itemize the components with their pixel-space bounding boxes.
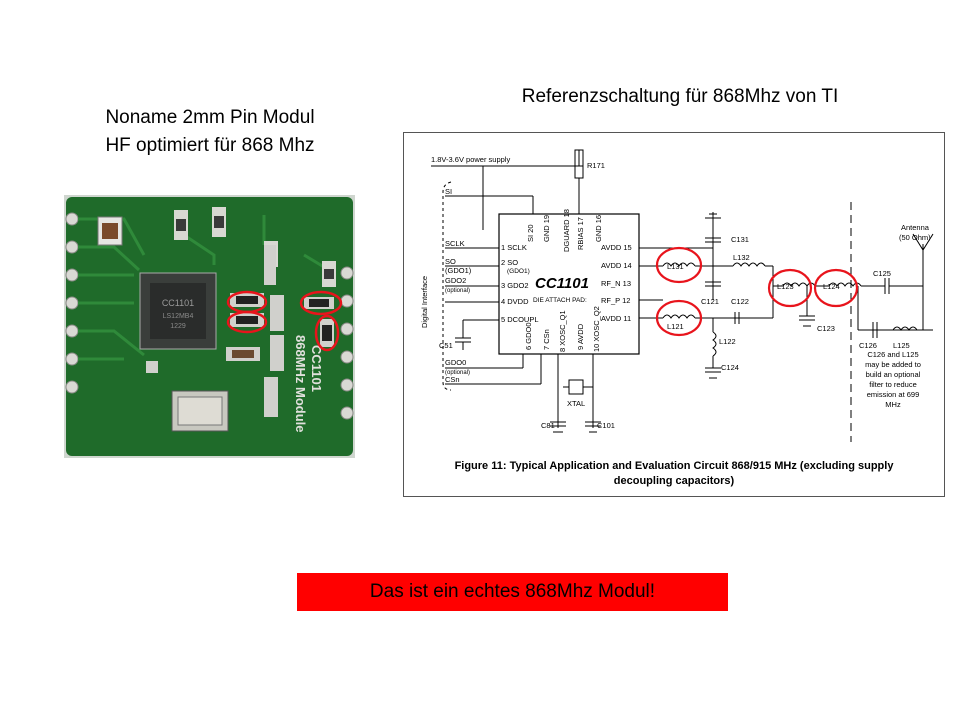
photo-title-line-1: Noname 2mm Pin Modul (105, 107, 315, 128)
chip-marking-3: 1229 (170, 323, 186, 330)
photo-title-line-2: HF optimiert für 868 Mhz (105, 135, 315, 156)
note-line-5: emission at 699 (867, 390, 920, 399)
pin-12: RF_P 12 (601, 296, 630, 305)
pin-5: 5 DCOUPL (501, 315, 539, 324)
label-C101: C101 (597, 421, 615, 430)
label-L132: L132 (733, 253, 750, 262)
signal-SI: SI (445, 187, 452, 196)
label-L124: L124 (823, 282, 840, 291)
signal-SCLK: SCLK (445, 239, 465, 248)
signal-GDO0-optional: (optional) (445, 370, 470, 376)
pin-7: 7 CSn (542, 329, 551, 350)
signal-GDO2: GDO2 (445, 276, 466, 285)
antenna-label: Antenna (901, 223, 930, 232)
label-L121: L121 (667, 322, 684, 331)
note-line-1: C126 and L125 (867, 350, 918, 359)
pin-14: AVDD 14 (601, 261, 632, 270)
note-line-4: filter to reduce (869, 380, 917, 389)
pin-9: 9 AVDD (576, 323, 585, 350)
label-C122: C122 (731, 297, 749, 306)
note-line-3: build an optional (866, 370, 921, 379)
chip-marking-1: CC1101 (162, 298, 194, 308)
pin-1: 1 SCLK (501, 243, 527, 252)
label-C124: C124 (721, 363, 739, 372)
digital-interface-label: Digital Interface (420, 276, 429, 328)
pin-13: RF_N 13 (601, 279, 631, 288)
label-C126: C126 (859, 341, 877, 350)
label-C121: C121 (701, 297, 719, 306)
note-line-6: MHz (885, 400, 901, 409)
power-label: 1.8V-3.6V power supply (431, 155, 510, 164)
signal-SO: SO (445, 257, 456, 266)
pin-16: GND 16 (594, 215, 603, 242)
die-attach-label: DIE ATTACH PAD: (533, 297, 587, 304)
highlight-photo-3 (299, 290, 343, 316)
chip-marking-2: LS12MB4 (163, 313, 194, 320)
highlight-photo-2 (226, 310, 268, 334)
label-C123: C123 (817, 324, 835, 333)
pin-3: 3 GDO2 (501, 281, 529, 290)
label-L123: L123 (777, 282, 794, 291)
highlight-L121 (655, 299, 703, 337)
conclusion-banner: Das ist ein echtes 868Mhz Modul! (297, 573, 728, 611)
chip-name: CC1101 (535, 275, 589, 292)
pin-10: 10 XOSC_Q2 (592, 306, 601, 352)
pin-2: 2 SO (501, 258, 518, 267)
pin-19: GND 19 (542, 215, 551, 242)
label-C131: C131 (731, 235, 749, 244)
pin-4: 4 DVDD (501, 297, 529, 306)
pin-17: RBIAS 17 (576, 217, 585, 250)
caption-line-2: decoupling capacitors) (614, 475, 735, 487)
signal-CSn: CSn (445, 375, 460, 384)
pin-11: AVDD 11 (601, 314, 631, 323)
label-L125: L125 (893, 341, 910, 350)
caption-line-1: Figure 11: Typical Application and Evalu… (455, 460, 895, 472)
label-C81: C81 (541, 421, 555, 430)
signal-GDO2-optional: (optional) (445, 288, 470, 294)
label-C51: C51 (439, 341, 453, 350)
pin-6: 6 GDO0 (524, 322, 533, 350)
module-photo: CC1101 LS12MB4 1229 CC1101 868MHz Module (64, 195, 355, 458)
photo-title: Noname 2mm Pin Modul HF optimiert für 86… (60, 104, 360, 160)
reference-schematic: 1.8V-3.6V power supply R171 Digital Inte… (403, 132, 945, 497)
pin-20: SI 20 (526, 224, 535, 242)
schematic-title: Referenzschaltung für 868Mhz von TI (521, 86, 839, 107)
label-C125: C125 (873, 269, 891, 278)
board-text-1: CC1101 (309, 345, 324, 392)
pin-8: 8 XOSC_Q1 (558, 310, 567, 352)
antenna-ohm-label: (50 Ohm) (899, 233, 931, 242)
label-R171: R171 (587, 161, 605, 170)
highlight-L124 (813, 268, 859, 308)
signal-GDO0: GDO0 (445, 358, 466, 367)
label-L122: L122 (719, 337, 736, 346)
board-text-2: 868MHz Module (293, 335, 308, 433)
pin-18: DGUARD 18 (562, 209, 571, 252)
label-XTAL: XTAL (567, 399, 585, 408)
note-line-2: may be added to (865, 360, 921, 369)
label-L131: L131 (667, 262, 684, 271)
highlight-L123 (767, 268, 813, 308)
signal-GDO1: (GDO1) (445, 266, 472, 275)
highlight-L131 (655, 246, 703, 284)
pin-15: AVDD 15 (601, 243, 632, 252)
highlight-photo-4 (314, 314, 340, 352)
pin-2-gdo1: (GDO1) (507, 268, 530, 275)
